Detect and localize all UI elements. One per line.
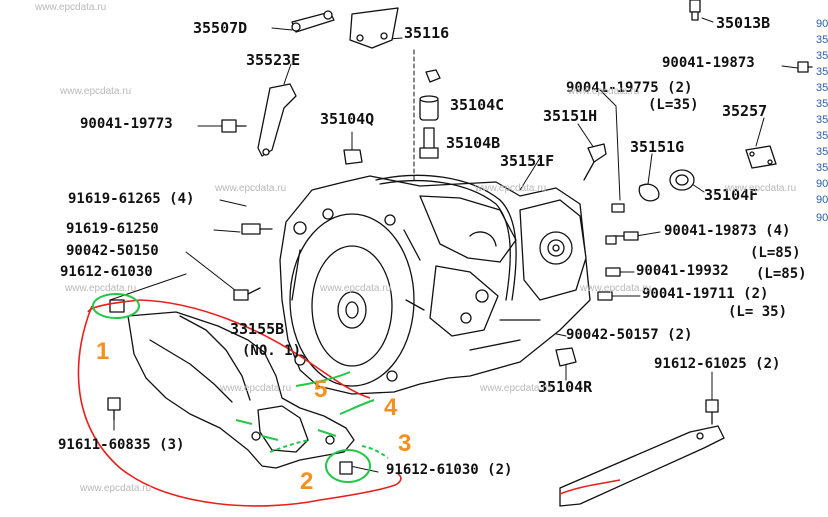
part-label: 35104B <box>446 134 501 152</box>
cover-35257 <box>745 145 777 169</box>
watermark: www.epcdata.ru <box>320 283 392 294</box>
part-label: 35523E <box>246 51 301 69</box>
bolt-91612-61025 <box>705 399 719 425</box>
watermark: www.epcdata.ru <box>80 483 152 494</box>
watermark: www.epcdata.ru <box>65 283 137 294</box>
part-label: 90041-19711 (2) <box>642 286 769 302</box>
edge-fragment: 35 <box>816 130 828 142</box>
watermark: www.epcdata.ru <box>568 86 640 97</box>
bracket-35507d <box>291 10 335 33</box>
edge-fragment: 35 <box>816 82 828 94</box>
edge-fragment: 35 <box>816 66 828 78</box>
watermark: www.epcdata.ru <box>60 86 132 97</box>
watermark: www.epcdata.ru <box>725 183 797 194</box>
plug-35104r <box>555 347 577 367</box>
seal-35104f <box>669 169 695 191</box>
edge-fragment: 35 <box>816 34 828 46</box>
edge-fragment: 90 <box>816 18 828 30</box>
transmission-case <box>279 174 591 395</box>
edge-fragment: 90 <box>816 212 828 224</box>
part-label: (L=85) <box>756 266 807 282</box>
watermark: www.epcdata.ru <box>215 183 287 194</box>
watermark: www.epcdata.ru <box>475 183 547 194</box>
part-label: (L=35) <box>648 97 699 113</box>
part-label: (NO. 1) <box>242 343 302 359</box>
plug-35104c <box>419 95 439 121</box>
bracket-35523e <box>257 83 297 157</box>
part-label: 91612-61030 <box>60 264 153 280</box>
bolt-90041-19711 <box>597 291 613 301</box>
part-label: 35507D <box>193 19 248 37</box>
part-label: 90042-50150 <box>66 243 159 259</box>
watermark: www.epcdata.ru <box>220 383 292 394</box>
part-label: 90041-19873 <box>662 55 755 71</box>
part-label: 35104Q <box>320 110 375 128</box>
part-label: 35104R <box>538 378 593 396</box>
edge-fragment: 90 <box>816 194 828 206</box>
part-label: 90041-19932 <box>636 263 729 279</box>
bolt-35013b <box>689 0 701 21</box>
part-label: 91619-61250 <box>66 221 159 237</box>
part-label: 35104C <box>450 96 505 114</box>
sensor-35151h <box>583 143 607 181</box>
plug-35104b <box>419 127 439 159</box>
part-label: 33155B <box>230 320 285 338</box>
bolt-90041-19873 <box>797 61 813 73</box>
part-label: 90041-19773 <box>80 116 173 132</box>
bracket-35116 <box>349 7 399 49</box>
annotation-number: 3 <box>398 430 412 457</box>
bolt-90041-19873-side <box>605 235 617 245</box>
ring-35151g <box>638 183 660 202</box>
bolt-90042-50150 <box>233 287 261 301</box>
bolt-91619-61265 <box>241 223 273 235</box>
bolt-91611-60835 <box>107 397 121 421</box>
part-label: 35151H <box>543 107 598 125</box>
part-label: (L= 35) <box>728 304 788 320</box>
annotation-marks-green <box>92 293 389 483</box>
edge-fragment: 90 <box>816 178 828 190</box>
annotation-number: 2 <box>300 468 314 495</box>
undercover-33155b <box>127 311 355 469</box>
part-label: 91611-60835 (3) <box>58 437 185 453</box>
part-label: 91612-61030 (2) <box>386 462 513 478</box>
part-label: 90041-19873 (4) <box>664 223 791 239</box>
edge-fragment: 35 <box>816 162 828 174</box>
bolt-91612-61030-2 <box>339 461 353 475</box>
part-label: 35257 <box>722 102 768 120</box>
part-label: 90042-50157 (2) <box>566 327 693 343</box>
watermark: www.epcdata.ru <box>35 2 107 13</box>
nut-35116 <box>425 69 441 83</box>
part-label: 90041-19775 (2) <box>566 80 693 96</box>
watermark: www.epcdata.ru <box>580 283 652 294</box>
bolt-90041-19932 <box>605 267 621 277</box>
annotation-number: 4 <box>384 394 398 421</box>
bolt-90041-19773 <box>221 119 247 133</box>
annotation-outline-red <box>77 299 621 507</box>
annotation-number: 1 <box>96 338 110 365</box>
part-label: 35151F <box>500 152 555 170</box>
part-label: 35151G <box>630 138 685 156</box>
edge-fragment: 35 <box>816 98 828 110</box>
crossmember <box>559 425 725 507</box>
part-label: 35104F <box>704 186 759 204</box>
edge-fragment: 35 <box>816 114 828 126</box>
edge-fragment: 35 <box>816 50 828 62</box>
part-label: 35013B <box>716 14 771 32</box>
nut-35104q <box>343 149 363 165</box>
part-label: 91619-61265 (4) <box>68 191 195 207</box>
part-label: 35116 <box>404 24 450 42</box>
edge-fragment: 35 <box>816 146 828 158</box>
bolt-90041-19775 <box>611 203 625 213</box>
part-label: 91612-61025 (2) <box>654 356 781 372</box>
part-label: (L=85) <box>750 245 801 261</box>
bolt-90041-19873-4 <box>613 231 639 241</box>
annotation-number: 5 <box>314 376 328 403</box>
watermark: www.epcdata.ru <box>480 383 552 394</box>
